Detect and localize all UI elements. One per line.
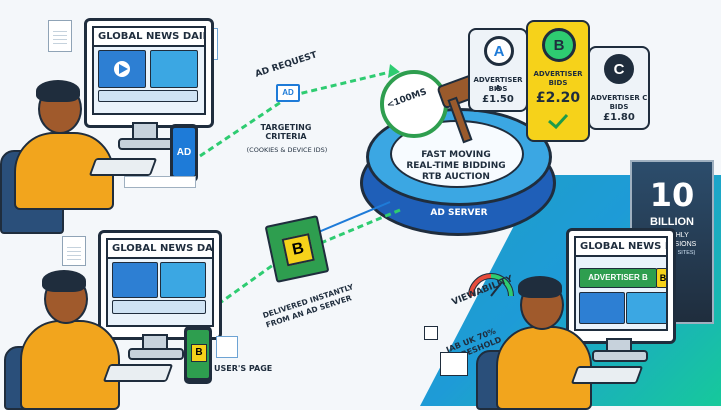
desk [124, 176, 196, 188]
bidder-card-c: C ADVERTISER C BIDS £1.80 [588, 46, 650, 130]
bidder-b-amount: £2.20 [535, 90, 581, 106]
person-hair [36, 80, 80, 102]
monitor-base [592, 350, 648, 362]
person-hair [42, 270, 86, 292]
image-block [626, 292, 666, 324]
viewability-gauge-icon [468, 273, 514, 297]
image-block [160, 262, 206, 298]
ad-b-badge: B [656, 268, 666, 288]
phone: B [184, 326, 212, 384]
bidder-c-label2: BIDS [609, 103, 629, 111]
keyboard [102, 364, 174, 382]
text-block [112, 300, 206, 314]
phone-screen: B [187, 330, 209, 378]
calendar-icon [440, 352, 468, 376]
bidder-card-a: A ADVERTISER A BIDS £1.50 [468, 28, 528, 112]
image-icon [216, 336, 238, 358]
video-block [579, 292, 625, 324]
person-hair [518, 276, 562, 298]
video-block [112, 262, 158, 298]
ad-request-arrow [199, 64, 400, 158]
person-torso [20, 320, 120, 410]
advertiser-c-logo: C [604, 54, 634, 84]
auction-title-line1: FAST MOVING [421, 150, 491, 160]
document-icon [62, 236, 86, 266]
news-site-title: GLOBAL NEWS DAILY [94, 28, 204, 47]
monitor-base [128, 348, 184, 360]
advertiser-b-logo: B [542, 28, 576, 62]
advertiser-a-logo: A [484, 36, 514, 66]
keyboard [88, 158, 158, 176]
advertiser-b-banner: ADVERTISER B [579, 268, 657, 288]
top-monitor: GLOBAL NEWS DAILY [84, 18, 214, 128]
users-page-caption: USER'S PAGE [214, 364, 273, 373]
bottom-left-monitor: GLOBAL NEWS DAILY [98, 230, 222, 340]
targeting-sub: (COOKIES & DEVICE IDS) [246, 146, 328, 154]
keyboard [570, 366, 644, 384]
stopwatch-icon [380, 70, 448, 138]
bidder-c-label: ADVERTISER C [590, 94, 648, 102]
chart-block-icon [424, 326, 438, 340]
targeting-criteria: TARGETING CRITERIA [260, 123, 312, 141]
phone-ad-b: B [191, 344, 207, 362]
document-icon [48, 20, 72, 52]
play-icon [114, 61, 130, 77]
auction-title-line2: REAL-TIME BIDDING [406, 161, 506, 171]
bidder-b-label2: BIDS [548, 79, 568, 87]
monitor-base [118, 138, 174, 150]
phone: AD [170, 124, 198, 182]
video-block [98, 50, 146, 88]
delivered-ad-card: B [264, 215, 330, 283]
bidder-a-label2: BIDS [488, 85, 508, 93]
auction-title-line3: RTB AUCTION [422, 172, 490, 182]
news-site-title: GLOBAL NEWS DAILY [108, 240, 212, 259]
bidder-a-amount: £1.50 [482, 94, 514, 105]
ad-server-label: AD SERVER [430, 208, 488, 218]
check-icon [548, 113, 569, 130]
auction-title: FAST MOVING REAL-TIME BIDDING RTB AUCTIO… [404, 150, 508, 183]
bottom-right-monitor: GLOBAL NEWS DAILY ADVERTISER B B [566, 228, 676, 344]
text-block [98, 90, 198, 102]
news-site-title: GLOBAL NEWS DAILY [576, 238, 666, 257]
bidder-card-b-winner: B ADVERTISER BIDS £2.20 [526, 20, 590, 142]
bidder-a-label: ADVERTISER A [473, 76, 523, 92]
bidder-b-label: ADVERTISER [533, 70, 583, 78]
phone-ad-label: AD [173, 128, 195, 176]
bidder-c-amount: £1.80 [603, 112, 635, 123]
ad-tag-icon: AD [276, 84, 300, 102]
delivered-ad-badge: B [281, 233, 315, 267]
impressions-number: 10 [649, 176, 695, 214]
impressions-unit: BILLION [650, 216, 694, 228]
image-block [150, 50, 198, 88]
